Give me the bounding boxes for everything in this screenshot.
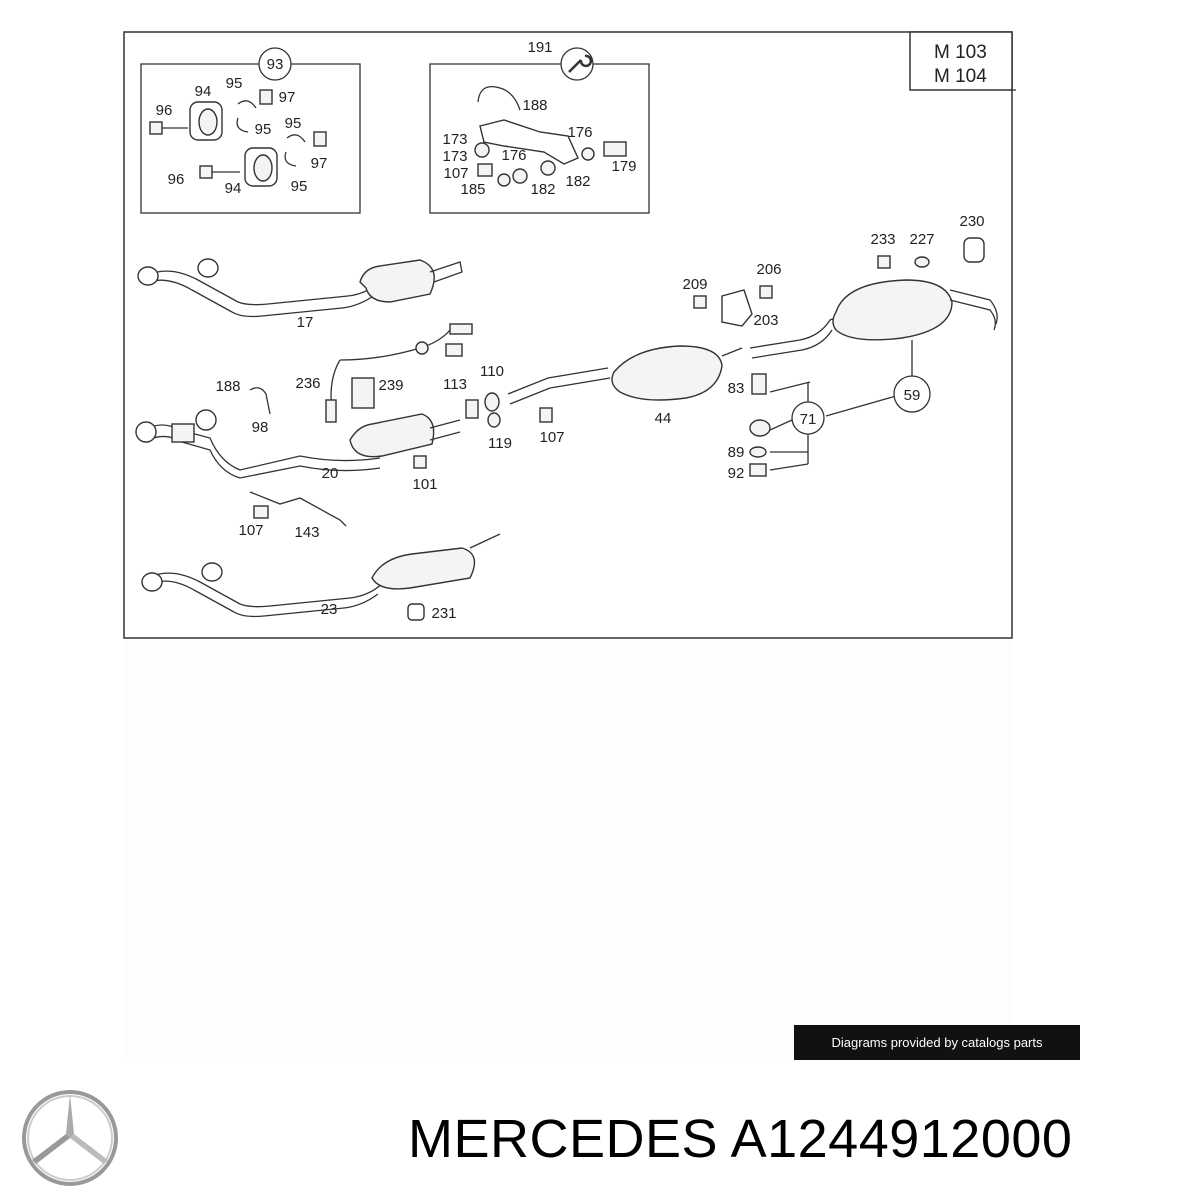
exhaust-pipe-17 [137,258,463,318]
part-label: 233 [870,231,895,248]
part-label: 95 [226,75,243,92]
part-label: 203 [753,312,778,329]
callout-71-label: 71 [800,411,817,428]
part-label: 17 [297,314,314,331]
part-label: 95 [285,115,302,132]
mercedes-star-icon [22,1090,118,1186]
oxygen-sensor-236 [325,323,473,423]
part-labels: 191 94 95 97 96 95 95 97 96 94 95 188 17… [156,39,985,622]
part-label: 96 [168,171,185,188]
part-label: 23 [321,601,338,618]
diagram-credit: Diagrams provided by catalogs parts [794,1025,1080,1060]
part-label: 119 [488,435,512,452]
part-label: 96 [156,102,173,119]
part-label: 98 [252,419,269,436]
part-label: 44 [655,410,672,427]
part-label: 107 [238,522,263,539]
part-label: 95 [255,121,272,138]
part-label: 173 [442,148,467,165]
callout-93-label: 93 [267,56,284,73]
callout-59 [893,375,931,413]
part-label: 173 [442,131,467,148]
part-label: 188 [522,97,547,114]
callout-93 [258,47,292,81]
callout-71 [791,401,825,435]
part-label: 176 [567,124,592,141]
part-label: 107 [443,165,468,182]
part-label: 227 [909,231,934,248]
clamp-parts [465,392,553,428]
part-label: 95 [291,178,308,195]
muffler-44 [507,345,743,405]
part-label: 101 [412,476,437,493]
part-label: 143 [294,524,319,541]
part-number: A1244912000 [730,1109,1073,1169]
part-label: 191 [527,39,552,56]
mounting-bolts: 71 59 [749,340,931,477]
part-label: 230 [959,213,984,230]
part-label: 206 [756,261,781,278]
brand-name: MERCEDES [408,1109,719,1169]
part-label: 83 [728,380,745,397]
rubber-hanger-203 [693,285,773,327]
engine-line-2: M 104 [934,66,987,87]
part-label: 97 [279,89,296,106]
part-label: 185 [460,181,485,198]
part-label: 231 [431,605,456,622]
exhaust-pipe-23 [141,533,501,621]
part-label: 92 [728,465,745,482]
engine-line-1: M 103 [934,42,987,63]
part-label: 182 [530,181,555,198]
page-backdrop [124,640,1012,1058]
rear-muffler-59 [749,237,998,359]
part-label: 110 [480,363,504,380]
callout-59-label: 59 [904,387,921,404]
part-label: 107 [539,429,564,446]
part-label: 94 [195,83,212,100]
part-label: 209 [682,276,707,293]
inset-box-191 [429,47,650,214]
exhaust-pipe-20 [135,387,461,527]
part-label: 113 [443,376,467,393]
part-label: 188 [215,378,240,395]
part-label: 20 [322,465,339,482]
part-number-title: MERCEDES A1244912000 [408,1108,1188,1170]
inset-box-93: 93 [140,47,361,214]
engine-box: M 103 M 104 [909,31,1016,91]
part-label: 179 [611,158,636,175]
part-label: 89 [728,444,745,461]
part-label: 239 [378,377,403,394]
part-label: 176 [501,147,526,164]
part-label: 97 [311,155,328,172]
part-label: 94 [225,180,242,197]
part-label: 182 [565,173,590,190]
part-label: 236 [295,375,320,392]
